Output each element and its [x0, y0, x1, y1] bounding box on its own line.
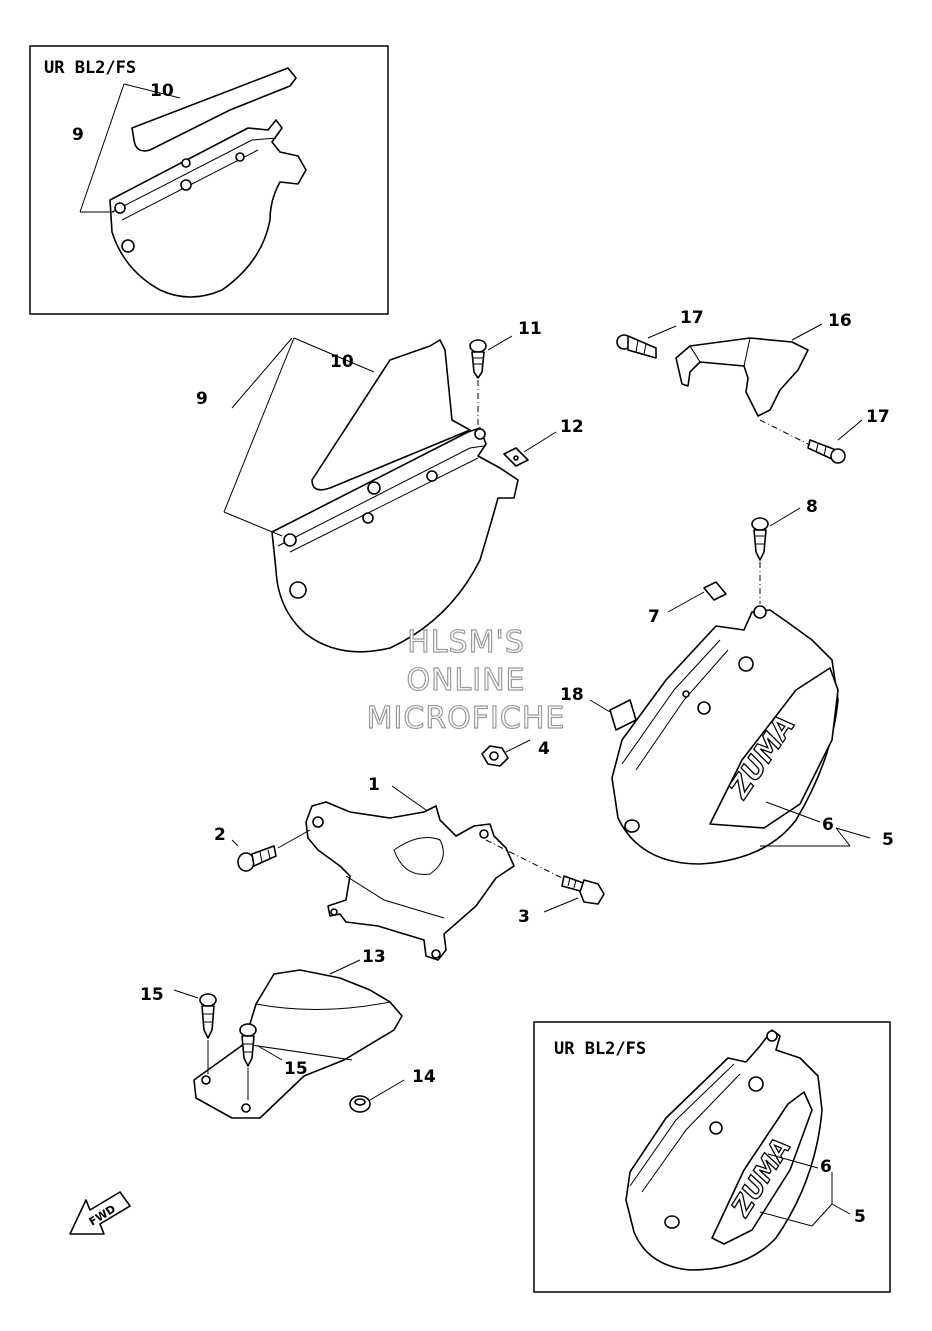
grommet-part-14 — [349, 1095, 371, 1113]
inset-top-label: UR BL2/FS — [44, 58, 136, 78]
screw-part-11 — [469, 339, 487, 379]
callout-14: 14 — [412, 1067, 436, 1087]
inset-box-bottom: UR BL2/FS ZUMA 6 5 — [533, 1021, 891, 1293]
lower-cover-assembly: 13 15 15 14 — [140, 947, 436, 1119]
callout-12: 12 — [560, 417, 584, 437]
callout-10: 10 — [330, 352, 354, 372]
callout-9: 9 — [196, 389, 208, 409]
watermark-line-1: HLSM'S — [407, 625, 525, 660]
fwd-arrow-icon: FWD — [69, 1191, 131, 1235]
inset-bottom-label: UR BL2/FS — [554, 1039, 646, 1059]
callout-inset-top-9: 9 — [72, 125, 84, 145]
screw-part-2 — [237, 845, 277, 872]
bracket-part-16 — [675, 337, 809, 417]
callout-8: 8 — [806, 497, 818, 517]
front-shroud-assembly: 10 9 11 12 — [196, 319, 584, 653]
callout-17-upper: 17 — [680, 308, 704, 328]
bracket-part-1 — [305, 801, 515, 961]
bolt-part-3 — [561, 875, 605, 905]
callout-inset-bottom-5: 5 — [854, 1207, 866, 1227]
inset-side-cover-part-5 — [625, 1029, 823, 1271]
bracket-assembly: 17 16 17 — [616, 308, 890, 464]
callout-inset-top-10: 10 — [150, 81, 174, 101]
inner-bracket-assembly: 1 2 3 — [214, 775, 605, 961]
screw-part-15-right — [239, 1023, 257, 1067]
inset-shroud-part-9 — [109, 119, 307, 298]
label-part-18 — [609, 699, 637, 731]
callout-4: 4 — [538, 739, 550, 759]
callout-3: 3 — [518, 907, 530, 927]
callout-16: 16 — [828, 311, 852, 331]
callout-13: 13 — [362, 947, 386, 967]
screw-part-8 — [751, 517, 769, 561]
visor-part-10 — [311, 339, 471, 491]
screw-part-17-upper — [616, 334, 657, 359]
screw-part-17-lower — [807, 439, 846, 464]
inset-visor-part-10 — [131, 67, 297, 152]
cover-part-13 — [193, 969, 403, 1119]
callout-15-right: 15 — [284, 1059, 308, 1079]
nut-part-4: 4 — [481, 739, 550, 767]
callout-11: 11 — [518, 319, 542, 339]
decal-part-6 — [709, 667, 839, 829]
watermark-line-2: ONLINE — [406, 663, 525, 698]
inset-decal-part-6 — [711, 1091, 813, 1245]
callout-5: 5 — [882, 830, 894, 850]
callout-7: 7 — [648, 607, 660, 627]
callout-inset-bottom-6: 6 — [820, 1157, 832, 1177]
inset-box-top: UR BL2/FS 10 9 — [29, 45, 389, 315]
watermark: HLSM'S ONLINE MICROFICHE — [366, 624, 566, 736]
callout-1: 1 — [368, 775, 380, 795]
callout-15-left: 15 — [140, 985, 164, 1005]
clip-part-7 — [703, 581, 727, 601]
shroud-part-9 — [271, 427, 519, 653]
callout-17-lower: 17 — [866, 407, 890, 427]
callout-18: 18 — [560, 685, 584, 705]
callout-2: 2 — [214, 825, 226, 845]
side-cover-assembly: 8 7 ZUMA 18 6 5 — [560, 497, 894, 865]
callout-6: 6 — [822, 815, 834, 835]
screw-part-15-left — [199, 993, 217, 1039]
watermark-line-3: MICROFICHE — [367, 701, 566, 736]
